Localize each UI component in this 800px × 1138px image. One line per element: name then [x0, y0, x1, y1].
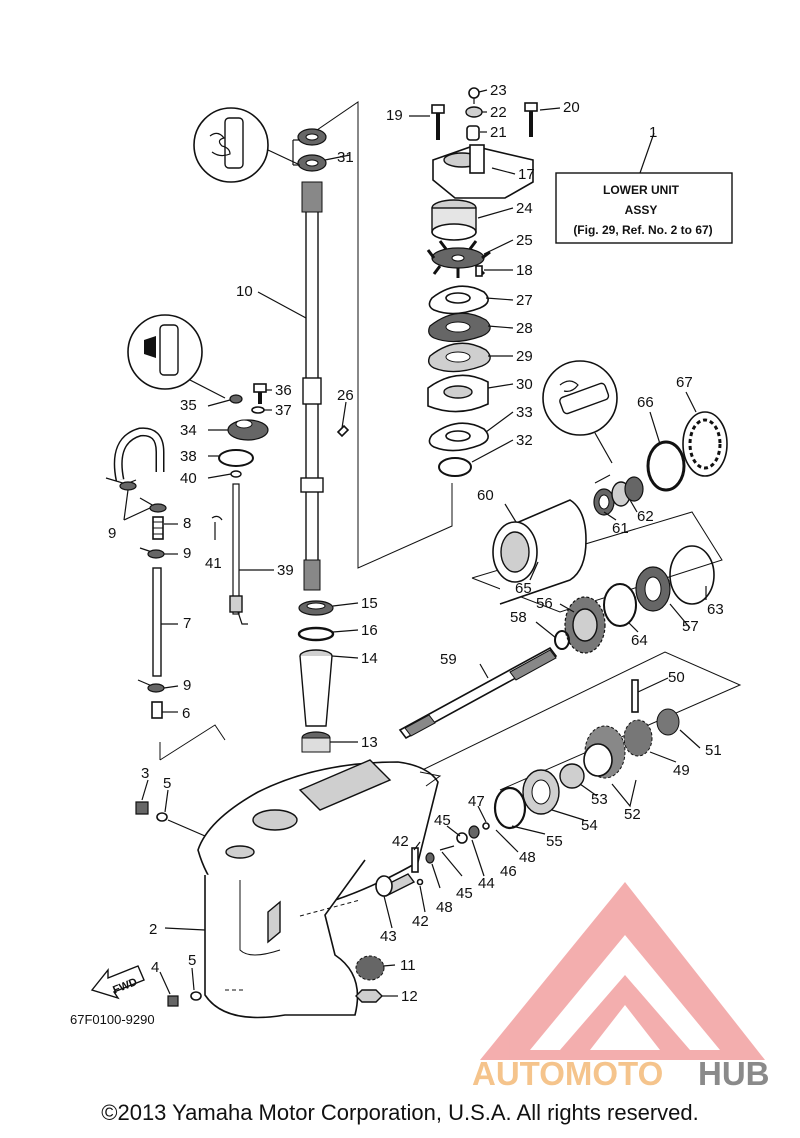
- info-box-line1: LOWER UNIT: [603, 183, 680, 197]
- callout: 8: [183, 515, 191, 532]
- callout: 56: [536, 595, 553, 612]
- watermark-text-a: AUTOMOTO: [472, 1055, 663, 1092]
- callout: 16: [361, 622, 378, 639]
- info-box: LOWER UNIT ASSY (Fig. 29, Ref. No. 2 to …: [555, 132, 733, 244]
- callout: 14: [361, 650, 378, 667]
- callout: 23: [490, 82, 507, 99]
- callout: 45: [456, 885, 473, 902]
- callout: 9: [183, 545, 191, 562]
- callout: 7: [183, 615, 191, 632]
- callout: 13: [361, 734, 378, 751]
- watermark-text-b: HUB: [698, 1055, 770, 1092]
- callout: 43: [380, 928, 397, 945]
- callout: 10: [236, 283, 253, 300]
- callout: 49: [673, 762, 690, 779]
- callout: 60: [477, 487, 494, 504]
- callout: 9: [108, 525, 116, 542]
- callout: 26: [337, 387, 354, 404]
- callout: 51: [705, 742, 722, 759]
- callout: 5: [188, 952, 196, 969]
- copyright-notice: ©2013 Yamaha Motor Corporation, U.S.A. A…: [101, 1100, 699, 1125]
- callout: 34: [180, 422, 197, 439]
- callout: 63: [707, 601, 724, 618]
- callout: 32: [516, 432, 533, 449]
- callout: 25: [516, 232, 533, 249]
- callout: 15: [361, 595, 378, 612]
- water-pump-group: [426, 87, 538, 477]
- callout: 17: [518, 166, 535, 183]
- detail-circle-2: [127, 314, 226, 399]
- callout: 31: [337, 149, 354, 166]
- callout: 22: [490, 104, 507, 121]
- diagram-code: 67F0100-9290: [70, 1012, 155, 1027]
- callout: 9: [183, 677, 191, 694]
- callout: 18: [516, 262, 533, 279]
- callout: 67: [676, 374, 693, 391]
- callout: 6: [182, 705, 190, 722]
- gear-group: [355, 411, 728, 1003]
- lower-case: [197, 759, 442, 1019]
- callout: 21: [490, 124, 507, 141]
- callout: 33: [516, 404, 533, 421]
- callout: 42: [392, 833, 409, 850]
- callout: 47: [468, 793, 485, 810]
- callout: 19: [386, 107, 403, 124]
- callout: 44: [478, 875, 495, 892]
- callout: 65: [515, 580, 532, 597]
- callout: 5: [163, 775, 171, 792]
- callout: 30: [516, 376, 533, 393]
- callout: 58: [510, 609, 527, 626]
- callout: 48: [519, 849, 536, 866]
- callout: 12: [401, 988, 418, 1005]
- info-box-line2: ASSY: [625, 203, 658, 217]
- callout: 40: [180, 470, 197, 487]
- detail-circle-3: [542, 360, 618, 464]
- callout: 24: [516, 200, 533, 217]
- callout: 1: [649, 124, 657, 141]
- callout: 55: [546, 833, 563, 850]
- callout: 48: [436, 899, 453, 916]
- callout: 2: [149, 921, 157, 938]
- drive-shaft-group: [292, 128, 350, 753]
- callout: 45: [434, 812, 451, 829]
- callout: 57: [682, 618, 699, 635]
- callout: 52: [624, 806, 641, 823]
- detail-circle-1: [193, 107, 301, 183]
- callout: 11: [400, 957, 416, 974]
- callout: 53: [591, 791, 608, 808]
- callout: 50: [668, 669, 685, 686]
- callout: 4: [151, 959, 159, 976]
- callout: 39: [277, 562, 294, 579]
- callout: 28: [516, 320, 533, 337]
- callout: 62: [637, 508, 654, 525]
- callout: 36: [275, 382, 292, 399]
- callout: 42: [412, 913, 429, 930]
- callout: 29: [516, 348, 533, 365]
- watermark-logo: [480, 882, 765, 1060]
- leader-lines: [123, 89, 707, 997]
- callout: 35: [180, 397, 197, 414]
- callout: 20: [563, 99, 580, 116]
- callout: 37: [275, 402, 292, 419]
- callout: 54: [581, 817, 598, 834]
- callout: 38: [180, 448, 197, 465]
- callout: 66: [637, 394, 654, 411]
- callout: 27: [516, 292, 533, 309]
- callout: 41: [205, 555, 222, 572]
- info-box-line3: (Fig. 29, Ref. No. 2 to 67): [573, 223, 712, 237]
- callout: 59: [440, 651, 457, 668]
- callout-numbers: 1 2 3 4 5 5 6 7 8 9 9 9 10 11 12 13 14 1…: [108, 82, 724, 1005]
- callout: 61: [612, 520, 629, 537]
- callout: 46: [500, 863, 517, 880]
- callout: 3: [141, 765, 149, 782]
- fwd-arrow: FWD: [90, 965, 145, 1000]
- callout: 64: [631, 632, 648, 649]
